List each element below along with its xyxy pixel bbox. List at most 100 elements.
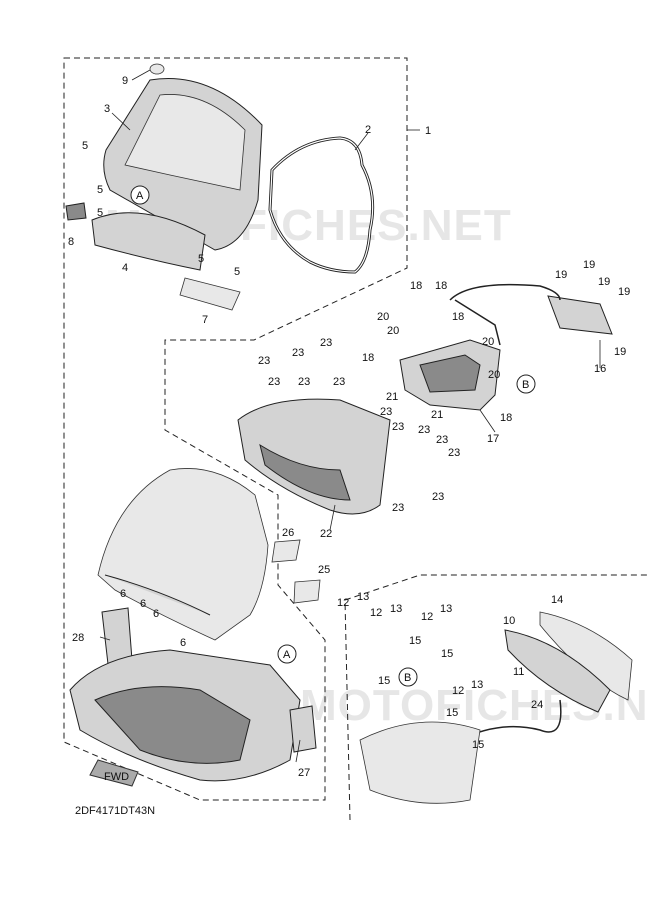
callout-15d: 15 [446, 707, 458, 719]
callout-14: 14 [551, 594, 563, 606]
callout-19b: 19 [583, 259, 595, 271]
callout-13c: 13 [440, 603, 452, 615]
seat-lid-shell [97, 468, 269, 641]
diagram-code: 2DF4171DT43N [75, 805, 155, 817]
callout-20b: 20 [387, 325, 399, 337]
callout-23k: 23 [448, 447, 460, 459]
callout-27: 27 [298, 767, 310, 779]
inner-tray-part-22 [237, 398, 391, 515]
callout-6d: 6 [180, 637, 186, 649]
callout-18a: 18 [410, 280, 422, 292]
callout-1: 1 [425, 125, 431, 137]
light-part-10 [504, 629, 611, 713]
callout-5c: 5 [97, 207, 103, 219]
callout-26: 26 [282, 527, 294, 539]
bracket-part-16 [547, 295, 613, 335]
callout-4: 4 [122, 262, 128, 274]
callout-7: 7 [202, 314, 208, 326]
seal-part-2-inner [269, 137, 374, 273]
callout-9: 9 [122, 75, 128, 87]
callout-12c: 12 [421, 611, 433, 623]
fwd-arrow-icon: FWD [89, 759, 139, 787]
ref-circle-b-bottom [398, 667, 418, 687]
callout-23l: 23 [432, 491, 444, 503]
callout-24: 24 [531, 699, 543, 711]
callout-6b: 6 [140, 598, 146, 610]
callout-10: 10 [503, 615, 515, 627]
lower-right-boundary [344, 574, 650, 821]
leader-lines [99, 69, 601, 763]
callout-labels: 1 2 3 4 5 5 5 5 5 6 6 6 6 7 8 9 10 11 12… [68, 75, 630, 779]
callout-12d: 12 [452, 685, 464, 697]
callout-5a: 5 [82, 140, 88, 152]
callout-18e: 18 [500, 412, 512, 424]
clip-part-9 [149, 63, 165, 75]
callout-22: 22 [320, 528, 332, 540]
callout-12b: 12 [370, 607, 382, 619]
callout-23d: 23 [268, 376, 280, 388]
callout-28: 28 [72, 632, 84, 644]
callout-15b: 15 [441, 648, 453, 660]
callout-23c: 23 [320, 337, 332, 349]
upper-cover-face [124, 94, 246, 191]
ref-b-top: B [522, 379, 529, 391]
strip-part-7 [179, 277, 241, 311]
callout-5d: 5 [198, 253, 204, 265]
callout-12a: 12 [337, 597, 349, 609]
ref-circle-a-top [130, 185, 150, 205]
lens-part-14 [539, 611, 633, 701]
callout-15e: 15 [472, 739, 484, 751]
callout-19e: 19 [614, 346, 626, 358]
callout-6a: 6 [120, 588, 126, 600]
lower-cover-part-4 [91, 212, 206, 271]
callout-23e: 23 [298, 376, 310, 388]
fwd-label: FWD [104, 771, 129, 783]
cable-harness-2 [454, 299, 501, 346]
assembly-boundary-1 [63, 57, 408, 801]
callout-19c: 19 [598, 276, 610, 288]
light-harness [459, 699, 562, 741]
callout-25: 25 [318, 564, 330, 576]
lower-region-body [359, 721, 481, 804]
callout-23m: 23 [392, 502, 404, 514]
callout-5e: 5 [234, 266, 240, 278]
callout-23f: 23 [333, 376, 345, 388]
callout-20c: 20 [482, 336, 494, 348]
callout-3: 3 [104, 103, 110, 115]
callout-6c: 6 [153, 608, 159, 620]
callout-23h: 23 [392, 421, 404, 433]
callout-23i: 23 [418, 424, 430, 436]
ref-circle-b-top [516, 374, 536, 394]
callout-11: 11 [513, 666, 524, 678]
pad-part-26 [271, 539, 301, 563]
callout-21a: 21 [386, 391, 398, 403]
callout-19d: 19 [618, 286, 630, 298]
callout-15a: 15 [409, 635, 421, 647]
callout-16: 16 [594, 363, 606, 375]
pad-part-25 [293, 579, 321, 604]
bracket-part-27 [289, 705, 317, 753]
callout-18d: 18 [362, 352, 374, 364]
callout-13d: 13 [471, 679, 483, 691]
callout-23g: 23 [380, 406, 392, 418]
callout-18b: 18 [435, 280, 447, 292]
bracket-part-28 [101, 607, 133, 665]
callout-13b: 13 [390, 603, 402, 615]
storage-body-inner [94, 686, 251, 764]
callout-23b: 23 [292, 347, 304, 359]
ref-circle-a-bottom [277, 644, 297, 664]
callout-19a: 19 [555, 269, 567, 281]
callout-5b: 5 [97, 184, 103, 196]
callout-20d: 20 [488, 369, 500, 381]
callout-18c: 18 [452, 311, 464, 323]
cable-harness [449, 283, 561, 301]
ref-a-top: A [136, 190, 144, 202]
callout-21b: 21 [431, 409, 443, 421]
callout-23j: 23 [436, 434, 448, 446]
bracket-part-17-core [419, 354, 481, 393]
inner-tray-shadow [259, 443, 351, 501]
callout-17: 17 [487, 433, 499, 445]
pad-part-8 [65, 202, 87, 221]
callout-20a: 20 [377, 311, 389, 323]
